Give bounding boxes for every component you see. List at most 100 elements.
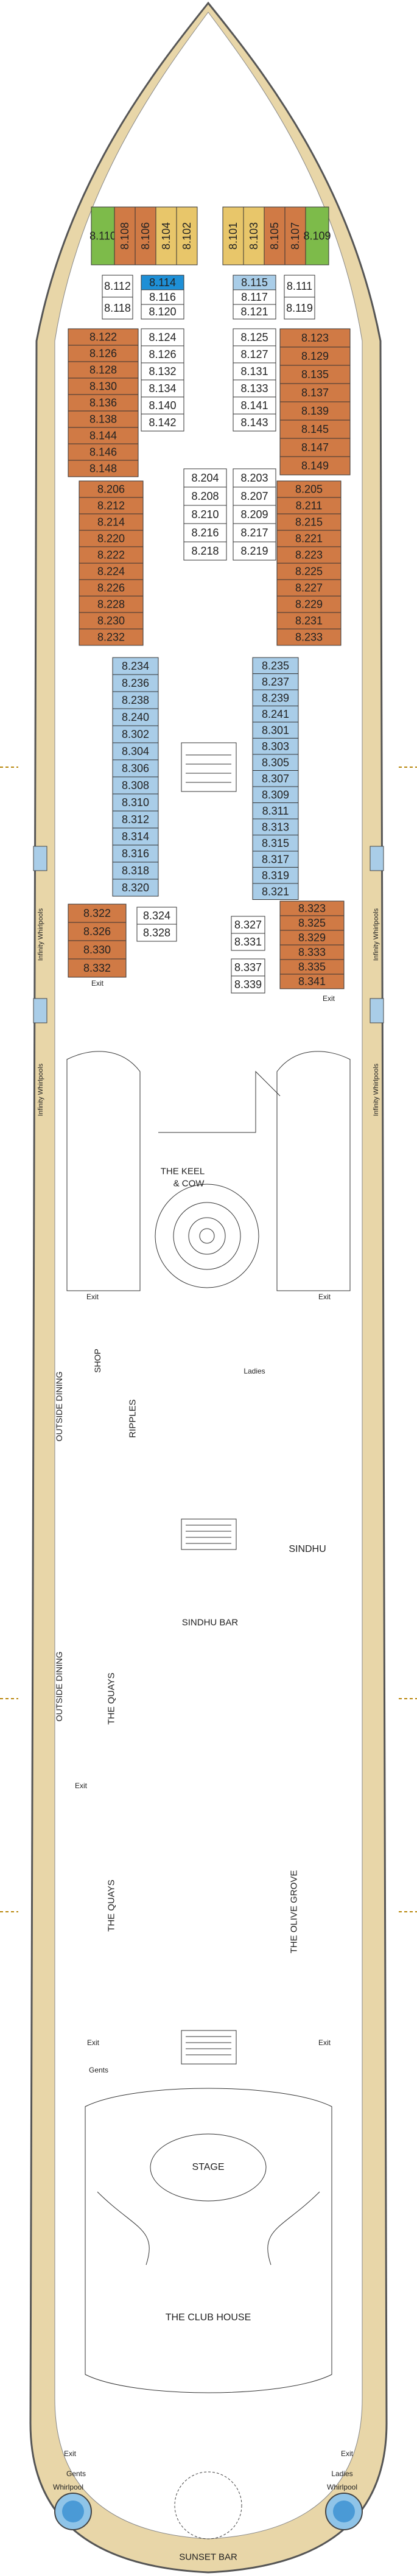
exit-label: Exit bbox=[86, 2038, 100, 2047]
cabin-number: 8.230 bbox=[97, 615, 125, 627]
cabin-number: 8.326 bbox=[83, 925, 111, 938]
cabin bbox=[233, 413, 276, 432]
cabin-number: 8.320 bbox=[122, 882, 149, 894]
cabin-number: 8.214 bbox=[97, 516, 125, 528]
cabin-number: 8.146 bbox=[89, 446, 117, 458]
cabin bbox=[112, 691, 159, 709]
cabin-number: 8.205 bbox=[295, 483, 323, 496]
cabin-number: 8.315 bbox=[262, 837, 289, 849]
cabin-number: 8.236 bbox=[122, 677, 149, 689]
cabin-number: 8.332 bbox=[83, 962, 111, 974]
cabin bbox=[68, 958, 127, 978]
cabin-number: 8.221 bbox=[295, 533, 323, 545]
cabin bbox=[279, 383, 351, 402]
olive-grove-label: THE OLIVE GROVE bbox=[289, 1870, 300, 1954]
cabin-number: 8.149 bbox=[301, 460, 329, 472]
cabin-number: 8.126 bbox=[89, 348, 117, 360]
exit-label: Exit bbox=[91, 979, 104, 988]
cabin-number: 8.311 bbox=[262, 805, 289, 817]
infinity-pools bbox=[33, 846, 384, 1023]
cabin-number: 8.130 bbox=[89, 381, 117, 393]
club-house-label: THE CLUB HOUSE bbox=[165, 2312, 251, 2323]
cabin bbox=[141, 362, 184, 381]
stage-label: STAGE bbox=[192, 2162, 225, 2172]
cabin bbox=[279, 456, 351, 476]
cabin bbox=[276, 612, 342, 630]
cabin bbox=[276, 595, 342, 613]
cabin bbox=[252, 738, 299, 755]
cabin bbox=[231, 933, 265, 951]
cabin bbox=[68, 940, 127, 960]
cabin-number: 8.119 bbox=[286, 302, 313, 314]
cabin-number: 8.313 bbox=[262, 821, 289, 833]
cabin bbox=[279, 974, 345, 989]
stairwell-fwd bbox=[181, 742, 237, 792]
cabin bbox=[136, 924, 177, 942]
cabin-number: 8.235 bbox=[262, 659, 289, 672]
cabin-number: 8.330 bbox=[83, 944, 111, 956]
sindhu-label: SINDHU bbox=[289, 1544, 326, 1554]
exit-label: Exit bbox=[86, 1293, 99, 1301]
right-aft-cabins: 8.2058.2118.2158.2218.2238.2258.2278.229… bbox=[276, 480, 342, 646]
cabin bbox=[233, 379, 276, 398]
cabin-number: 8.218 bbox=[191, 545, 219, 557]
cabin-number: 8.207 bbox=[240, 490, 268, 502]
cabin bbox=[305, 206, 329, 265]
cabin bbox=[233, 328, 276, 346]
cabin-number: 8.127 bbox=[240, 348, 268, 360]
cabin bbox=[112, 810, 159, 829]
cabin-number: 8.237 bbox=[262, 676, 289, 688]
cabin-number: 8.105 bbox=[268, 222, 281, 250]
cabin bbox=[102, 275, 133, 298]
right-blue-cabins: 8.2358.2378.2398.2418.3018.3038.3058.307… bbox=[252, 657, 299, 900]
cabin bbox=[279, 900, 345, 916]
gents-label: Gents bbox=[66, 2469, 86, 2478]
cabin bbox=[68, 427, 139, 444]
cabin-number: 8.117 bbox=[241, 291, 268, 303]
cabin-number: 8.215 bbox=[295, 516, 323, 528]
cabin-number: 8.111 bbox=[287, 280, 312, 292]
cabin bbox=[252, 721, 299, 739]
outside-dining-label-1: OUTSIDE DINING bbox=[54, 1371, 64, 1442]
cabin-number: 8.102 bbox=[181, 222, 193, 250]
cabin bbox=[264, 206, 286, 265]
cabin-number: 8.321 bbox=[262, 885, 289, 897]
cabin-number: 8.118 bbox=[104, 302, 131, 314]
cabin bbox=[141, 396, 184, 415]
quays-label-2: THE QUAYS bbox=[106, 1879, 117, 1932]
cabin-number: 8.337 bbox=[234, 961, 262, 974]
cabin-number: 8.305 bbox=[262, 756, 289, 768]
outside-dining-label-2: OUTSIDE DINING bbox=[54, 1651, 64, 1722]
cabin-number: 8.106 bbox=[139, 222, 152, 250]
cabin-number: 8.331 bbox=[234, 936, 262, 948]
cabin bbox=[141, 289, 184, 305]
cabin bbox=[233, 362, 276, 381]
cabin bbox=[176, 206, 198, 265]
cabin bbox=[68, 394, 139, 412]
cabin-number: 8.323 bbox=[298, 902, 326, 914]
whirlpool-right bbox=[325, 2493, 363, 2530]
cabin-number: 8.226 bbox=[97, 582, 125, 594]
exit-label: Exit bbox=[318, 2038, 331, 2047]
cabin bbox=[279, 328, 351, 348]
stairwell-mid bbox=[181, 1518, 237, 1550]
ladies-label: Ladies bbox=[331, 2469, 353, 2478]
cabin bbox=[279, 915, 345, 931]
cabin bbox=[112, 879, 159, 897]
cabin-number: 8.142 bbox=[149, 416, 176, 429]
cabin-number: 8.229 bbox=[295, 598, 323, 611]
cabin-number: 8.239 bbox=[262, 692, 289, 704]
infinity-whirlpool-label: Infinity Whirlpools bbox=[373, 1063, 380, 1117]
cabin-number: 8.204 bbox=[191, 472, 219, 484]
cabin-number: 8.115 bbox=[241, 276, 268, 289]
keel-and-cow-venue bbox=[66, 1051, 351, 1291]
cabin-number: 8.233 bbox=[295, 631, 323, 644]
cabin-number: 8.241 bbox=[262, 708, 289, 720]
cabin bbox=[276, 480, 342, 498]
cabin-number: 8.307 bbox=[262, 773, 289, 785]
